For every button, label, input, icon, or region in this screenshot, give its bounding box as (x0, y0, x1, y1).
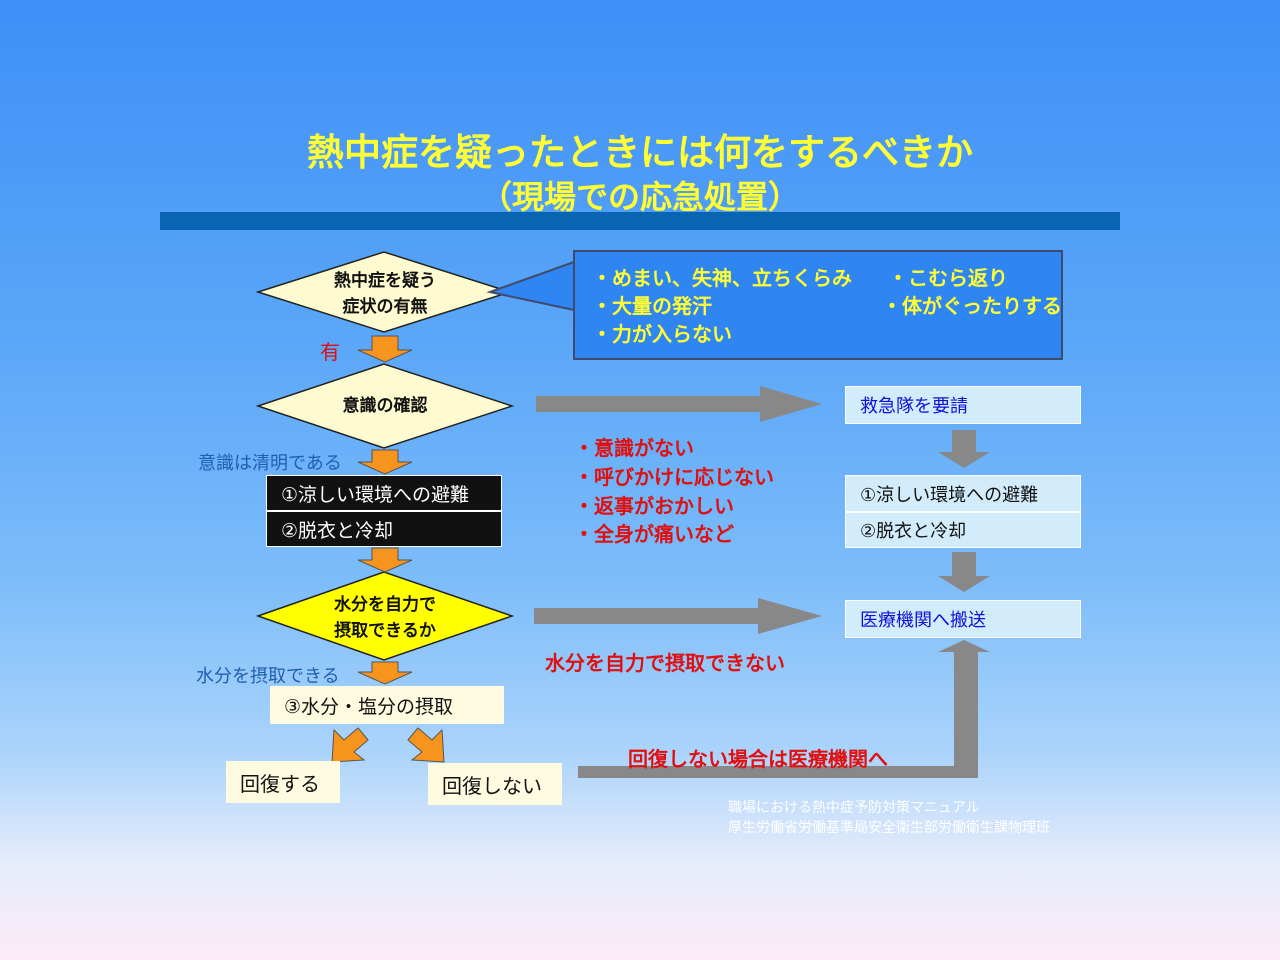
arrow-down-3 (357, 547, 413, 573)
symptoms-decision-line2: 症状の有無 (342, 297, 428, 317)
credit-line2: 厚生労働省労働基準局安全衛生部労働衛生課物理班 (728, 820, 1050, 836)
consciousness-decision: 意識の確認 (342, 396, 428, 416)
arrow-diag-right (407, 727, 445, 763)
arrow-diag-left (331, 727, 369, 763)
left-step-hydrate: ③水分・塩分の摂取 (270, 686, 504, 724)
right-step-evacuate: ①涼しい環境への避難 (845, 475, 1081, 512)
callout-pointer (486, 261, 575, 311)
arrow-down-2 (357, 449, 413, 475)
not-recover-note: 回復しない場合は医療機関へ (628, 747, 888, 771)
left-step-cool: ②脱衣と冷却 (266, 511, 502, 547)
left-step-evacuate: ①涼しい環境への避難 (266, 475, 502, 511)
arrow-down-right-1 (938, 430, 990, 468)
symptom-list-box (573, 250, 1063, 360)
unconscious-sign: ・返事がおかしい (574, 494, 734, 518)
page-subtitle: （現場での応急処置） (479, 178, 800, 216)
symptom-item: ・力が入らない (592, 322, 732, 346)
fluids-decision-line1: 水分を自力で (334, 595, 436, 615)
symptoms-decision-line1: 熱中症を疑う (334, 271, 436, 291)
symptom-item: ・体がぐったりする (882, 294, 1062, 318)
unconscious-sign: ・全身が痛いなど (574, 522, 734, 546)
arrow-down-right-2 (938, 552, 990, 592)
arrow-down-4 (357, 661, 413, 685)
page-title: 熱中症を疑ったときには何をするべきか (307, 131, 973, 174)
arrow-down-1 (357, 335, 413, 363)
right-step-cool: ②脱衣と冷却 (845, 512, 1081, 548)
condition-yes: 有 (320, 340, 340, 364)
fluids-decision-shape (255, 571, 515, 661)
consciousness-decision-shape (255, 363, 515, 449)
outcome-not-recover: 回復しない (428, 763, 562, 805)
unconscious-sign: ・意識がない (574, 436, 694, 460)
arrow-right-unconscious (536, 386, 822, 422)
credit: 職場における熱中症予防対策マニュアル 厚生労働省労働基準局安全衛生部労働衛生課物… (728, 798, 1050, 838)
credit-line1: 職場における熱中症予防対策マニュアル (728, 800, 980, 816)
title-divider (160, 212, 1120, 230)
call-ambulance-box: 救急隊を要請 (845, 386, 1081, 424)
unconscious-sign: ・呼びかけに応じない (574, 465, 774, 489)
fluids-decision: 水分を自力で 摂取できるか (300, 592, 470, 644)
cannot-drink-label: 水分を自力で摂取できない (545, 651, 785, 675)
condition-conscious-clear: 意識は清明である (198, 453, 342, 474)
symptoms-decision: 熱中症を疑う 症状の有無 (300, 268, 470, 320)
condition-can-drink: 水分を摂取できる (196, 666, 340, 687)
symptom-item: ・こむら返り (888, 266, 1008, 290)
symptom-item: ・めまい、失神、立ちくらみ (592, 266, 852, 290)
transport-hospital-box: 医療機関へ搬送 (845, 600, 1081, 638)
fluids-decision-line2: 摂取できるか (334, 621, 436, 641)
outcome-recover: 回復する (226, 761, 340, 803)
symptom-item: ・大量の発汗 (592, 294, 712, 318)
arrow-right-cannot-drink (534, 598, 822, 634)
